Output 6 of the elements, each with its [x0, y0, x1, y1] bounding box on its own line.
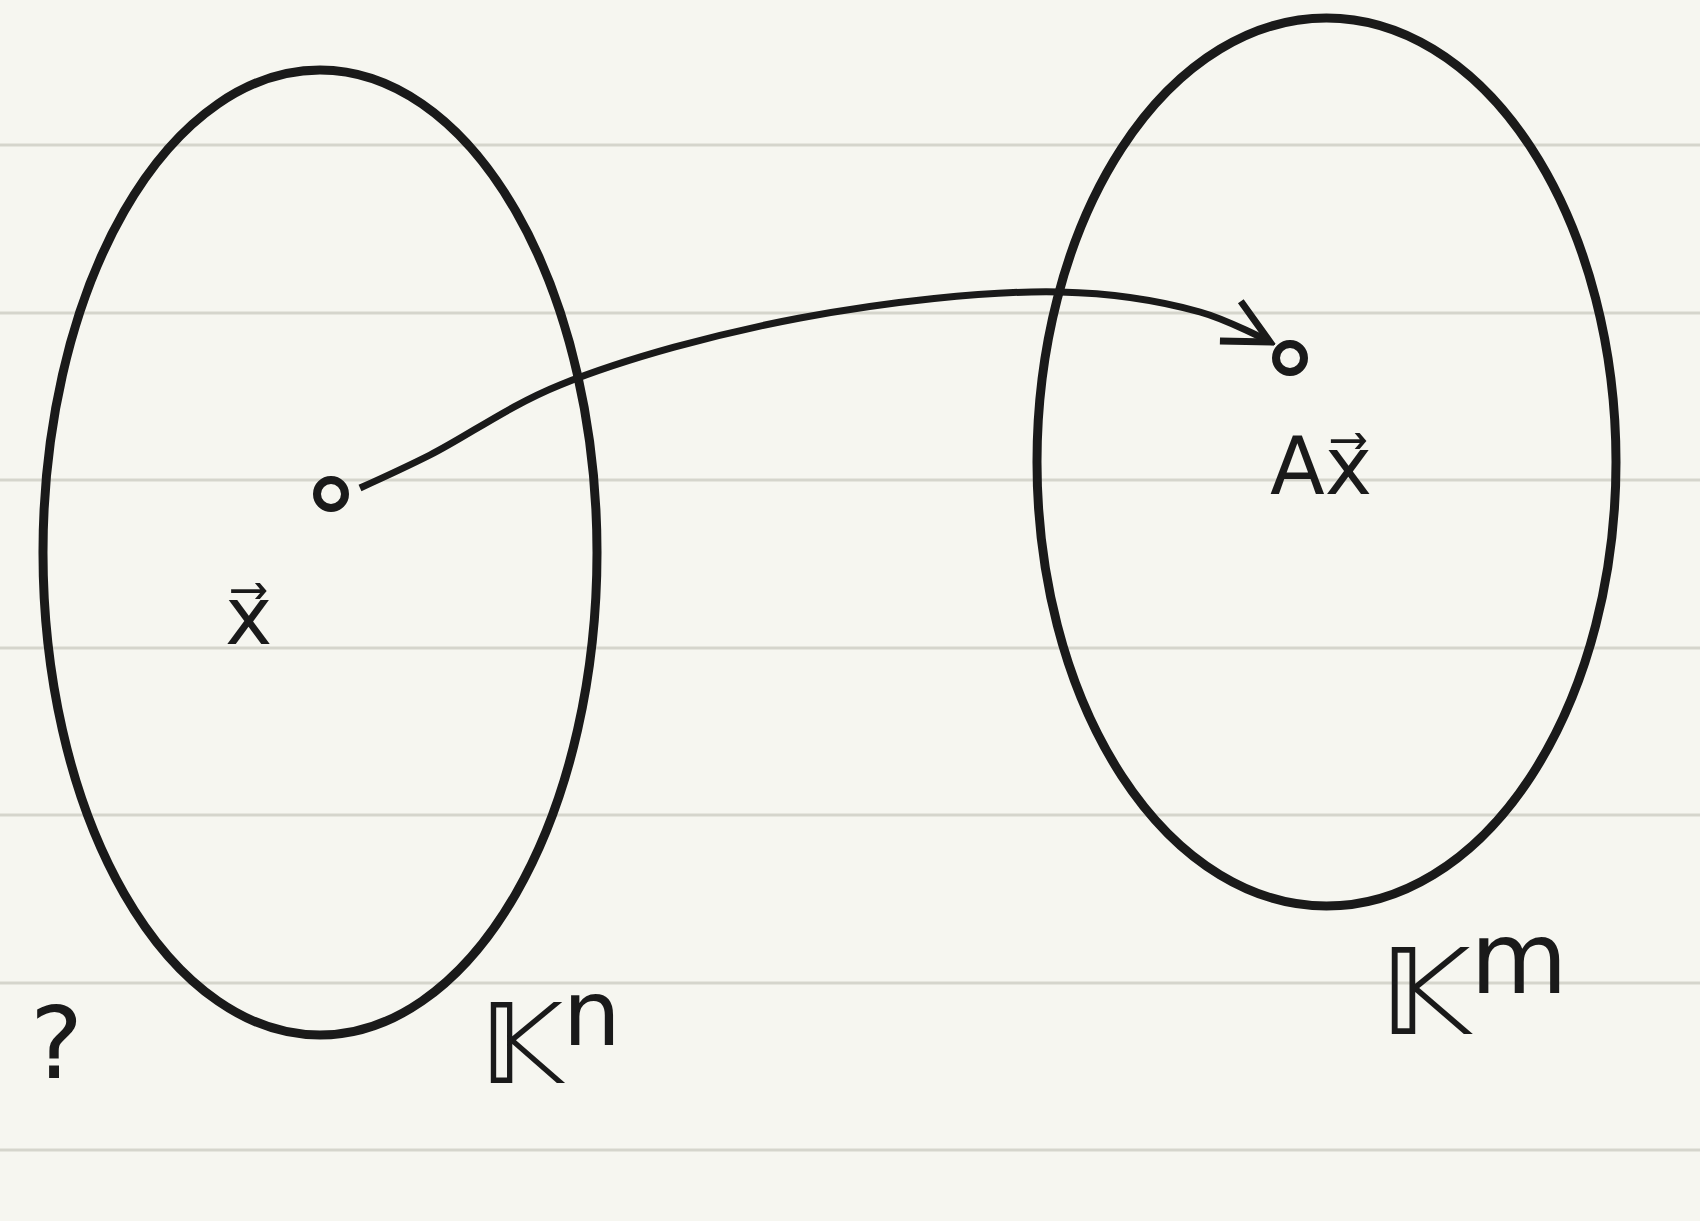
set-label: 𝕂$^{m}$: [1380, 900, 1568, 1062]
arrow: [358, 288, 1274, 492]
point-label: x⃗: [225, 570, 273, 663]
set-label: 𝕂$^{n}$: [480, 960, 621, 1109]
question-mark: ?: [30, 985, 84, 1102]
point-label: Ax⃗: [1270, 420, 1373, 513]
